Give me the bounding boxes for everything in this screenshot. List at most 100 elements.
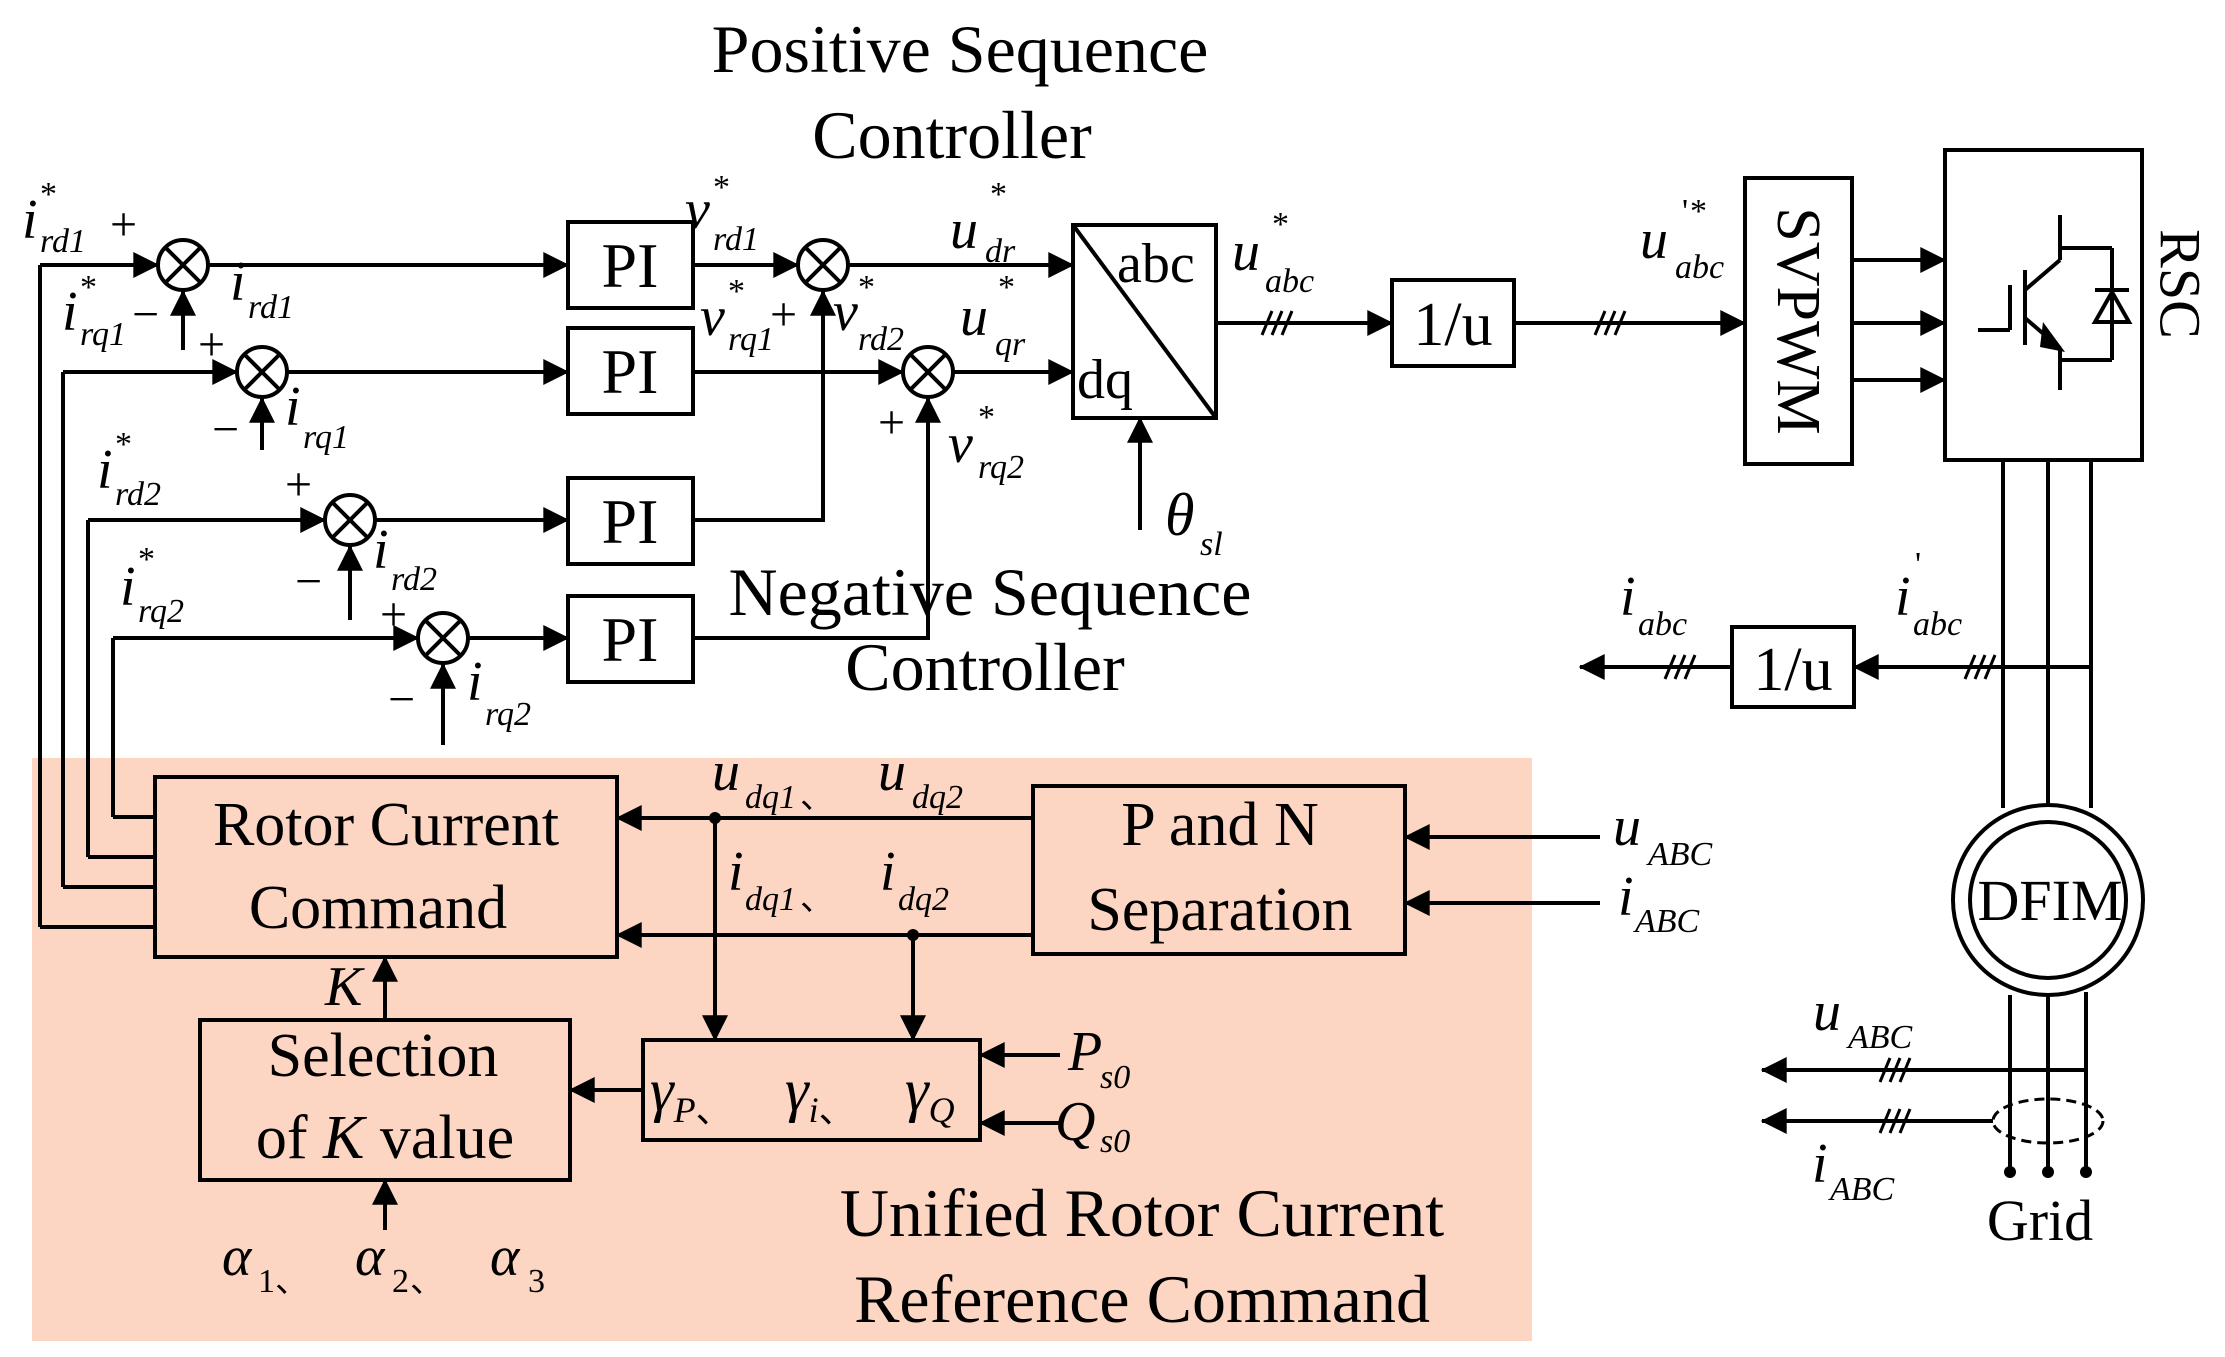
svg-text:dr: dr bbox=[985, 233, 1016, 270]
svg-text:+: + bbox=[770, 288, 797, 341]
negative-title-line1: Negative Sequence bbox=[729, 554, 1252, 630]
svg-text:u: u bbox=[712, 741, 740, 803]
label-i-rq1-ref: i * rq1 bbox=[62, 269, 126, 353]
svg-text:qr: qr bbox=[995, 326, 1026, 363]
svg-text:+: + bbox=[380, 588, 407, 641]
label-v-rq2: v * rq2 bbox=[948, 399, 1024, 486]
grid-label: Grid bbox=[1987, 1188, 2093, 1253]
svg-text:PI: PI bbox=[602, 486, 659, 557]
pn-separation-block: P and N Separation bbox=[1031, 784, 1407, 956]
rsc-converter-block: RSC bbox=[1943, 148, 2213, 462]
svg-text:Separation: Separation bbox=[1087, 876, 1352, 944]
svg-text:u: u bbox=[1613, 796, 1641, 858]
rotor-current-command-block: Rotor Current Command bbox=[153, 775, 619, 959]
svg-text:u: u bbox=[1640, 209, 1668, 271]
svg-text:i: i bbox=[22, 189, 38, 251]
label-ps0-qs0: P s0 Q s0 bbox=[1055, 1021, 1130, 1160]
sum-junction-rq2 bbox=[416, 611, 470, 665]
transform-input-wiring bbox=[848, 252, 1153, 530]
svg-text:i: i bbox=[1812, 1133, 1828, 1195]
svpwm-block: SVPWM bbox=[1743, 176, 1854, 466]
svg-text:rq2: rq2 bbox=[978, 449, 1024, 486]
svg-text:2: 2 bbox=[392, 1263, 409, 1300]
svg-text:i: i bbox=[120, 556, 136, 618]
svg-text:i: i bbox=[230, 251, 246, 313]
pi-block-rq1: PI bbox=[566, 326, 695, 416]
svg-text:rd2: rd2 bbox=[391, 561, 437, 598]
junction-signs: + − + − + − + − + + bbox=[110, 198, 905, 726]
svg-text:i: i bbox=[97, 439, 113, 501]
unified-wiring bbox=[372, 805, 1600, 1230]
svg-text:*: * bbox=[115, 426, 132, 463]
svg-text:、: 、 bbox=[800, 881, 834, 918]
sum-junction-rd1 bbox=[156, 238, 210, 292]
svg-text:rq2: rq2 bbox=[485, 696, 531, 733]
svg-text:θ: θ bbox=[1165, 482, 1194, 548]
svg-text:s0: s0 bbox=[1100, 1123, 1130, 1160]
svg-text:abc: abc bbox=[1913, 606, 1962, 643]
svg-text:SVPWM: SVPWM bbox=[1764, 207, 1832, 434]
unified-region-background bbox=[32, 758, 1532, 1341]
label-v-rd2: v * rd2 bbox=[833, 269, 904, 358]
error-wiring bbox=[208, 252, 570, 651]
svg-text:rq1: rq1 bbox=[80, 316, 126, 353]
pi-block-rd1: PI bbox=[566, 220, 695, 310]
svg-text:i: i bbox=[1620, 566, 1636, 628]
svg-text:ABC: ABC bbox=[1846, 1019, 1913, 1056]
label-theta-sl: θ sl bbox=[1165, 482, 1223, 563]
label-u-qr: u * qr bbox=[960, 269, 1026, 363]
svg-text:−: − bbox=[212, 403, 239, 456]
svg-text:3: 3 bbox=[528, 1263, 545, 1300]
svg-text:dq2: dq2 bbox=[912, 779, 963, 816]
label-i-rd1-ref: i * rd1 bbox=[22, 176, 86, 260]
reference-wiring bbox=[38, 252, 420, 929]
label-alphas: α 1 、 α 2 、 α 3 bbox=[222, 1226, 545, 1300]
svg-text:u: u bbox=[960, 286, 988, 348]
svg-text:rd2: rd2 bbox=[858, 321, 904, 358]
svg-text:*: * bbox=[858, 269, 875, 306]
svg-text:+: + bbox=[285, 458, 312, 511]
svg-text:γi、: γi、 bbox=[785, 1057, 855, 1130]
svg-text:i: i bbox=[1618, 866, 1634, 928]
svg-text:α: α bbox=[222, 1226, 253, 1288]
svg-text:γP、: γP、 bbox=[650, 1057, 732, 1130]
dq-abc-transform-block: abc dq bbox=[1071, 223, 1218, 420]
svg-text:rq1: rq1 bbox=[728, 321, 774, 358]
svg-text:ABC: ABC bbox=[1633, 903, 1700, 940]
label-i-rq1: i rq1 bbox=[285, 376, 349, 456]
svg-text:−: − bbox=[388, 673, 415, 726]
svg-text:−: − bbox=[132, 288, 159, 341]
svg-text:PI: PI bbox=[602, 604, 659, 675]
svg-text:abc: abc bbox=[1117, 233, 1195, 295]
inverse-u-block-top: 1/u bbox=[1390, 278, 1516, 368]
label-u-abc-prime: u ' * abc bbox=[1640, 193, 1724, 286]
svg-text:u: u bbox=[878, 741, 906, 803]
label-i-abc: i abc bbox=[1620, 566, 1687, 643]
svg-text:*: * bbox=[138, 541, 155, 578]
svg-text:+: + bbox=[878, 396, 905, 449]
svg-text:rd1: rd1 bbox=[40, 223, 86, 260]
unified-title-line1: Unified Rotor Current bbox=[840, 1175, 1444, 1251]
label-v-rq1: v * rq1 bbox=[700, 273, 774, 358]
svg-text:*: * bbox=[1272, 206, 1289, 243]
svg-text:1/u: 1/u bbox=[1753, 636, 1832, 704]
svg-text:*: * bbox=[978, 399, 995, 436]
label-i-rd2: i rd2 bbox=[373, 519, 437, 598]
svg-text:1: 1 bbox=[258, 1263, 275, 1300]
label-pn-inputs: u ABC i ABC bbox=[1613, 796, 1713, 940]
svg-text:': ' bbox=[1915, 546, 1921, 583]
svg-text:of K value: of K value bbox=[256, 1104, 514, 1172]
svg-text:u: u bbox=[950, 199, 978, 261]
dfim-machine: DFIM bbox=[1951, 803, 2145, 997]
svg-text:v: v bbox=[948, 413, 973, 475]
svg-text:−: − bbox=[295, 555, 322, 608]
svg-text:α: α bbox=[355, 1226, 386, 1288]
svg-text:rd2: rd2 bbox=[115, 476, 161, 513]
svg-text:u: u bbox=[1232, 221, 1260, 283]
svg-text:abc: abc bbox=[1638, 606, 1687, 643]
svg-text:rd1: rd1 bbox=[713, 221, 759, 258]
svg-text:i: i bbox=[62, 281, 78, 343]
svg-text:i: i bbox=[373, 519, 389, 581]
svg-text:s0: s0 bbox=[1100, 1059, 1130, 1096]
